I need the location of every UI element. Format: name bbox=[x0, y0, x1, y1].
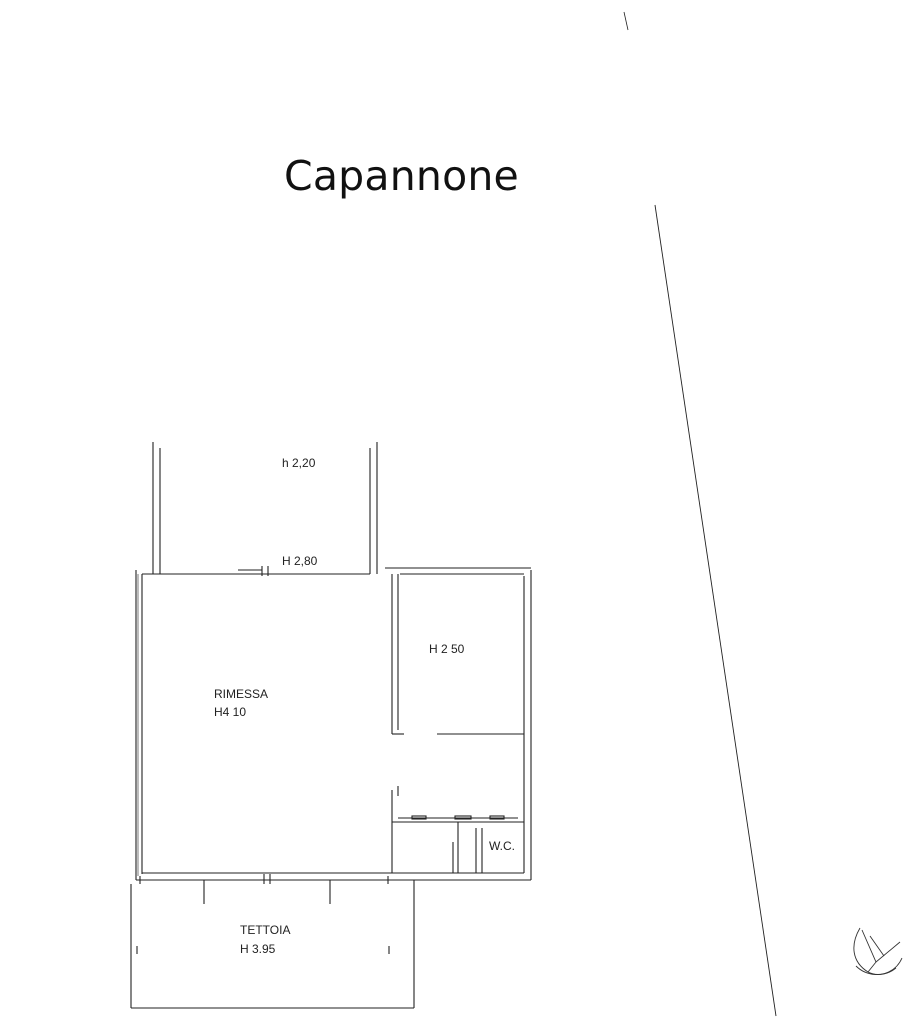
label-tettoia: TETTOIA bbox=[240, 923, 291, 937]
label-rimessa-height: H4 10 bbox=[214, 705, 247, 719]
label-rimessa: RIMESSA bbox=[214, 687, 269, 701]
label-room-height: H 2 50 bbox=[429, 642, 465, 656]
label-upper-height-2: H 2,80 bbox=[282, 554, 318, 568]
boundary-line-right bbox=[654, 204, 777, 1017]
wc-walls bbox=[392, 815, 524, 873]
main-building-walls bbox=[135, 567, 532, 881]
boundary-line-top bbox=[623, 11, 629, 31]
tettoia-walls bbox=[130, 880, 415, 1009]
upper-annex-walls bbox=[152, 442, 378, 576]
label-tettoia-height: H 3.95 bbox=[240, 942, 276, 956]
label-upper-height: h 2,20 bbox=[282, 456, 316, 470]
north-arrow-icon bbox=[853, 927, 903, 975]
room-h250-walls bbox=[391, 574, 524, 873]
drawing-title: Capannone bbox=[284, 152, 519, 200]
label-wc: W.C. bbox=[489, 839, 515, 853]
wall-ticks bbox=[139, 874, 389, 884]
